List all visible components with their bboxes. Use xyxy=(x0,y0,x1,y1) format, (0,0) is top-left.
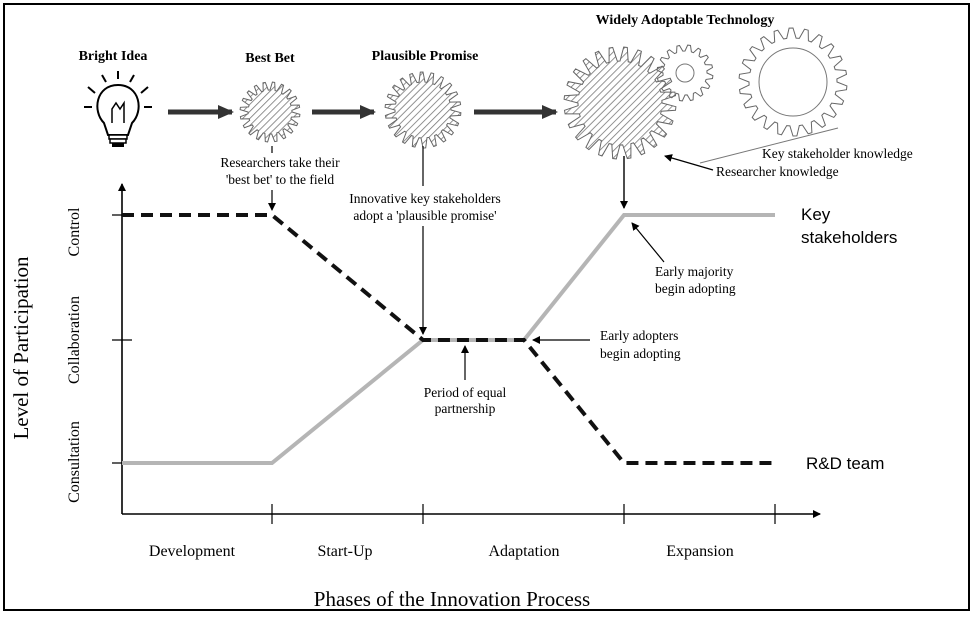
stage-best-bet: Best Bet xyxy=(245,51,295,66)
early-adopters-line1: Early adopters xyxy=(600,328,678,343)
plausible-promise-gear-icon xyxy=(384,71,462,149)
early-majority-arrow xyxy=(631,222,665,263)
phase-adaptation: Adaptation xyxy=(488,543,559,560)
level-collaboration: Collaboration xyxy=(66,296,83,384)
level-consultation: Consultation xyxy=(66,421,83,503)
series-stakeholders-label: stakeholders xyxy=(801,228,897,247)
widely-adoptable-gear-icon xyxy=(563,46,677,160)
key-stakeholder-knowledge: Key stakeholder knowledge xyxy=(762,146,913,161)
phase-expansion: Expansion xyxy=(666,543,734,560)
level-control: Control xyxy=(66,207,83,256)
stakeholder-gear-small-icon-hub xyxy=(675,63,695,83)
series-key-label: Key xyxy=(801,205,831,224)
phase-start-up: Start-Up xyxy=(317,543,372,560)
y-axis-title: Level of Participation xyxy=(9,256,33,440)
key-stakeholders-line xyxy=(122,213,775,465)
early-adopters-line2: begin adopting xyxy=(600,346,681,361)
knowledge-bracket xyxy=(699,127,839,164)
stakeholder-gear-large-icon-hub xyxy=(758,47,828,117)
lightbulb-icon xyxy=(84,71,152,147)
x-axis-title: Phases of the Innovation Process xyxy=(314,587,590,611)
early-majority-line1: Early majority xyxy=(655,264,734,279)
phase-development: Development xyxy=(149,543,236,560)
researcher-knowledge-arrow xyxy=(664,154,714,171)
stage-widely-adoptable: Widely Adoptable Technology xyxy=(596,13,775,28)
equal-partnership-line1: Period of equal xyxy=(424,385,507,400)
innovative-annotation-line2: adopt a 'plausible promise' xyxy=(353,208,496,223)
stage-plausible-promise: Plausible Promise xyxy=(372,49,479,64)
best-bet-gear-icon xyxy=(239,81,301,143)
series-rd-team-label: R&D team xyxy=(806,454,884,473)
equal-partnership-line2: partnership xyxy=(435,401,496,416)
rd-team-line xyxy=(122,213,775,465)
stage-bright-idea: Bright Idea xyxy=(79,49,148,64)
gears-group xyxy=(239,27,848,160)
early-majority-line2: begin adopting xyxy=(655,281,736,296)
best-bet-annotation-line1: Researchers take their xyxy=(220,155,340,170)
researcher-knowledge: Researcher knowledge xyxy=(716,164,839,179)
best-bet-annotation-line2: 'best bet' to the field xyxy=(226,172,335,187)
innovative-annotation-line1: Innovative key stakeholders xyxy=(349,191,500,206)
